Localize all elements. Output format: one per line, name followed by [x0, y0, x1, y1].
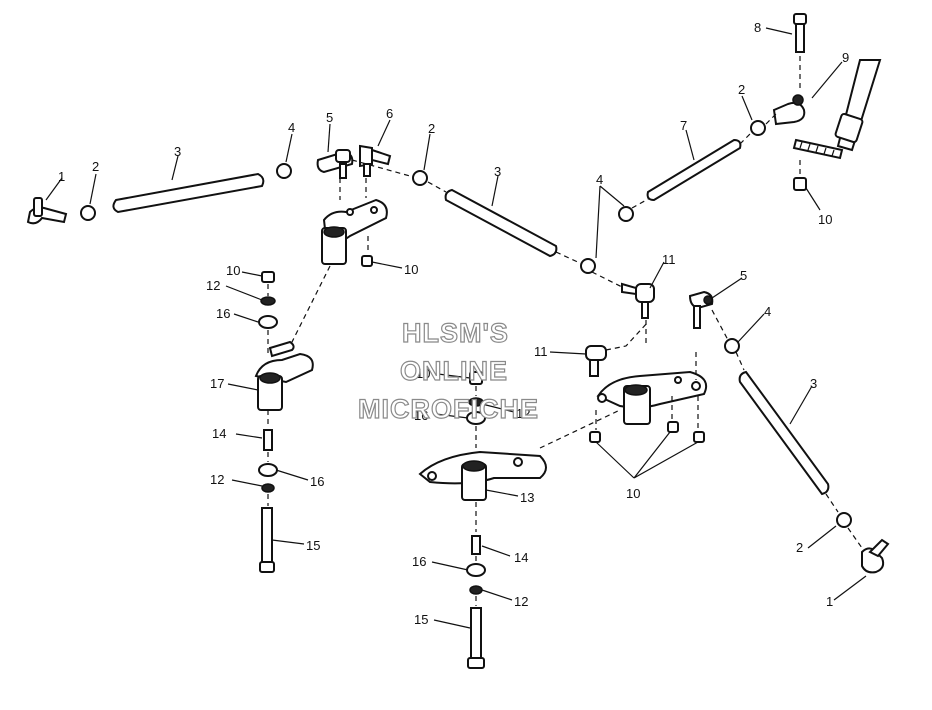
callout-9: 9: [842, 50, 849, 65]
callout-10-upper: 10: [404, 262, 418, 277]
bushing-16-center-low: [466, 563, 486, 577]
tie-rod-end-5-upper: [316, 149, 354, 179]
callout-16-left-low: 16: [310, 474, 324, 489]
washer-12-left-top: [260, 296, 276, 306]
callout-10-upper-right: 10: [818, 212, 832, 227]
callout-17: 17: [210, 376, 224, 391]
tie-rod-end-5-right: [688, 290, 714, 329]
steering-shaft: [834, 59, 882, 152]
callout-3-center: 3: [494, 164, 501, 179]
bolt-15-center: [467, 607, 485, 669]
ball-joint-11-lower: [585, 345, 607, 377]
watermark-line-3: MICROFICHE: [358, 394, 539, 424]
nut-10-r3: [693, 431, 705, 443]
callout-12-left-low: 12: [210, 472, 224, 487]
callout-2-right: 2: [796, 540, 803, 555]
jam-nut-2-right: [836, 512, 852, 528]
bolt-15-left: [259, 507, 275, 573]
callout-1-right: 1: [826, 594, 833, 609]
watermark-line-1: HLSM'S: [402, 318, 509, 348]
callout-10-center: 10: [416, 366, 430, 381]
callout-2-upper: 2: [738, 82, 745, 97]
callout-4-left: 4: [288, 120, 295, 135]
jam-nut-4-right: [724, 338, 740, 354]
callout-10-bellcrank: 10: [626, 486, 640, 501]
callout-16-center-top: 16: [414, 408, 428, 423]
pitman-arm-upper: [321, 198, 388, 265]
tie-rod-left: [112, 172, 265, 214]
callout-12-center-top: 12: [516, 406, 530, 421]
callout-8: 8: [754, 20, 761, 35]
callout-4-right: 4: [764, 304, 771, 319]
jam-nut-left: [80, 205, 96, 221]
callout-14-left: 14: [212, 426, 226, 441]
nut-10-upper: [361, 255, 373, 267]
ball-joint-11-upper: [621, 282, 655, 319]
washer-12-left-low: [261, 483, 275, 493]
callout-12-left-top: 12: [206, 278, 220, 293]
callout-15-left: 15: [306, 538, 320, 553]
threaded-rod: [792, 138, 844, 160]
callout-16-left-top: 16: [216, 306, 230, 321]
callout-1-left: 1: [58, 169, 65, 184]
callout-16-center-low: 16: [412, 554, 426, 569]
jam-nut-2-center: [412, 170, 428, 186]
callout-3-right: 3: [810, 376, 817, 391]
tie-rod-center: [444, 188, 558, 258]
callout-6: 6: [386, 106, 393, 121]
bellcrank-right: [596, 370, 708, 425]
callout-4-center: 4: [596, 172, 603, 187]
callout-7: 7: [680, 118, 687, 133]
jam-nut-4-center: [580, 258, 596, 274]
callout-11-lower: 11: [534, 344, 548, 359]
drag-link-7: [646, 138, 742, 202]
callout-2-center: 2: [428, 121, 435, 136]
callout-15-center: 15: [414, 612, 428, 627]
callout-3-left: 3: [174, 144, 181, 159]
callout-13: 13: [520, 490, 534, 505]
tie-rod-end-6: [359, 144, 392, 177]
callout-5-right: 5: [740, 268, 747, 283]
jam-nut-2-upper: [750, 120, 766, 136]
washer-12-center-low: [469, 585, 483, 595]
tie-rod-end-left: [26, 197, 68, 225]
bellcrank-13: [418, 450, 547, 501]
nut-10-r2: [667, 421, 679, 433]
watermark-line-2: ONLINE: [400, 356, 508, 386]
bushing-16-left-low: [258, 463, 278, 477]
bushing-16-left-top: [258, 315, 278, 329]
callout-11-upper: 11: [662, 252, 676, 267]
callout-12-center-low: 12: [514, 594, 528, 609]
jam-nut-4-upper: [618, 206, 634, 222]
ball-joint-9: [772, 94, 806, 126]
callout-14-center: 14: [514, 550, 528, 565]
spacer-14-center: [471, 535, 481, 555]
spacer-14-left: [263, 429, 273, 451]
steering-arm-17: [254, 340, 314, 411]
callout-10-left: 10: [226, 263, 240, 278]
bolt-8: [793, 13, 807, 53]
jam-nut-4-left: [276, 163, 292, 179]
nut-10-r1: [589, 431, 601, 443]
nut-10-left: [261, 271, 275, 283]
tie-rod-end-right: [861, 538, 890, 574]
nut-10-upper-right: [793, 177, 807, 191]
washer-12-center-top: [468, 397, 484, 407]
callout-2-left: 2: [92, 159, 99, 174]
callout-5-upper: 5: [326, 110, 333, 125]
tie-rod-right: [738, 370, 830, 496]
